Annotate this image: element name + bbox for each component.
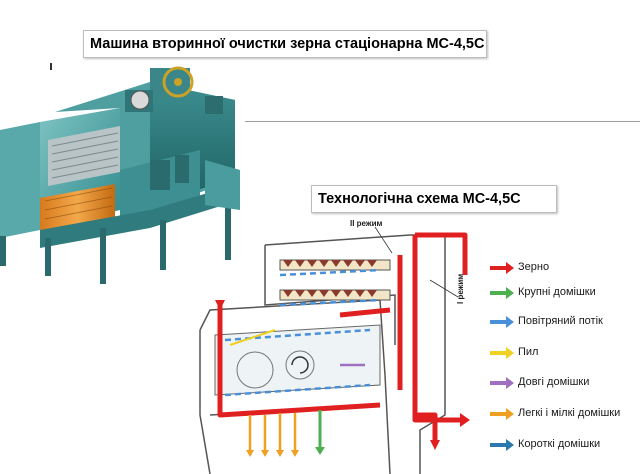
legend-item-large-impurities: Крупні домішки (490, 283, 640, 303)
arrow-icon (490, 316, 514, 328)
divider-line (245, 121, 640, 122)
machine-illustration (0, 66, 240, 284)
legend-label: Зерно (518, 261, 550, 273)
legend-label: Короткі домішки (518, 438, 601, 450)
legend-item-light-small-impurities: Легкі і мілкі домішки (490, 404, 640, 424)
arrow-icon (490, 439, 514, 451)
arrow-icon (490, 347, 514, 359)
legend-label: Пил (518, 346, 539, 358)
process-scheme-diagram (199, 226, 470, 474)
legend-item-short-impurities: Короткі домішки (490, 435, 640, 455)
arrow-icon (490, 408, 514, 420)
legend-item-dust: Пил (490, 343, 640, 363)
mode-1-label: I режим (456, 273, 465, 304)
legend-item-long-impurities: Довгі домішки (490, 373, 640, 393)
scheme-title: Технологічна схема МС-4,5С (311, 185, 557, 213)
legend-item-grain: Зерно (490, 258, 640, 278)
arrow-icon (490, 287, 514, 299)
legend-item-air-flow: Повітряний потік (490, 312, 640, 332)
main-title: Машина вторинної очистки зерна стаціонар… (83, 30, 487, 58)
arrow-icon (490, 377, 514, 389)
legend-label: Легкі і мілкі домішки (518, 407, 621, 419)
tick-mark (50, 63, 52, 70)
arrow-icon (490, 262, 514, 274)
legend-label: Крупні домішки (518, 286, 596, 298)
mode-2-label: II режим (350, 219, 383, 228)
legend-label: Повітряний потік (518, 315, 603, 327)
legend-label: Довгі домішки (518, 376, 590, 388)
